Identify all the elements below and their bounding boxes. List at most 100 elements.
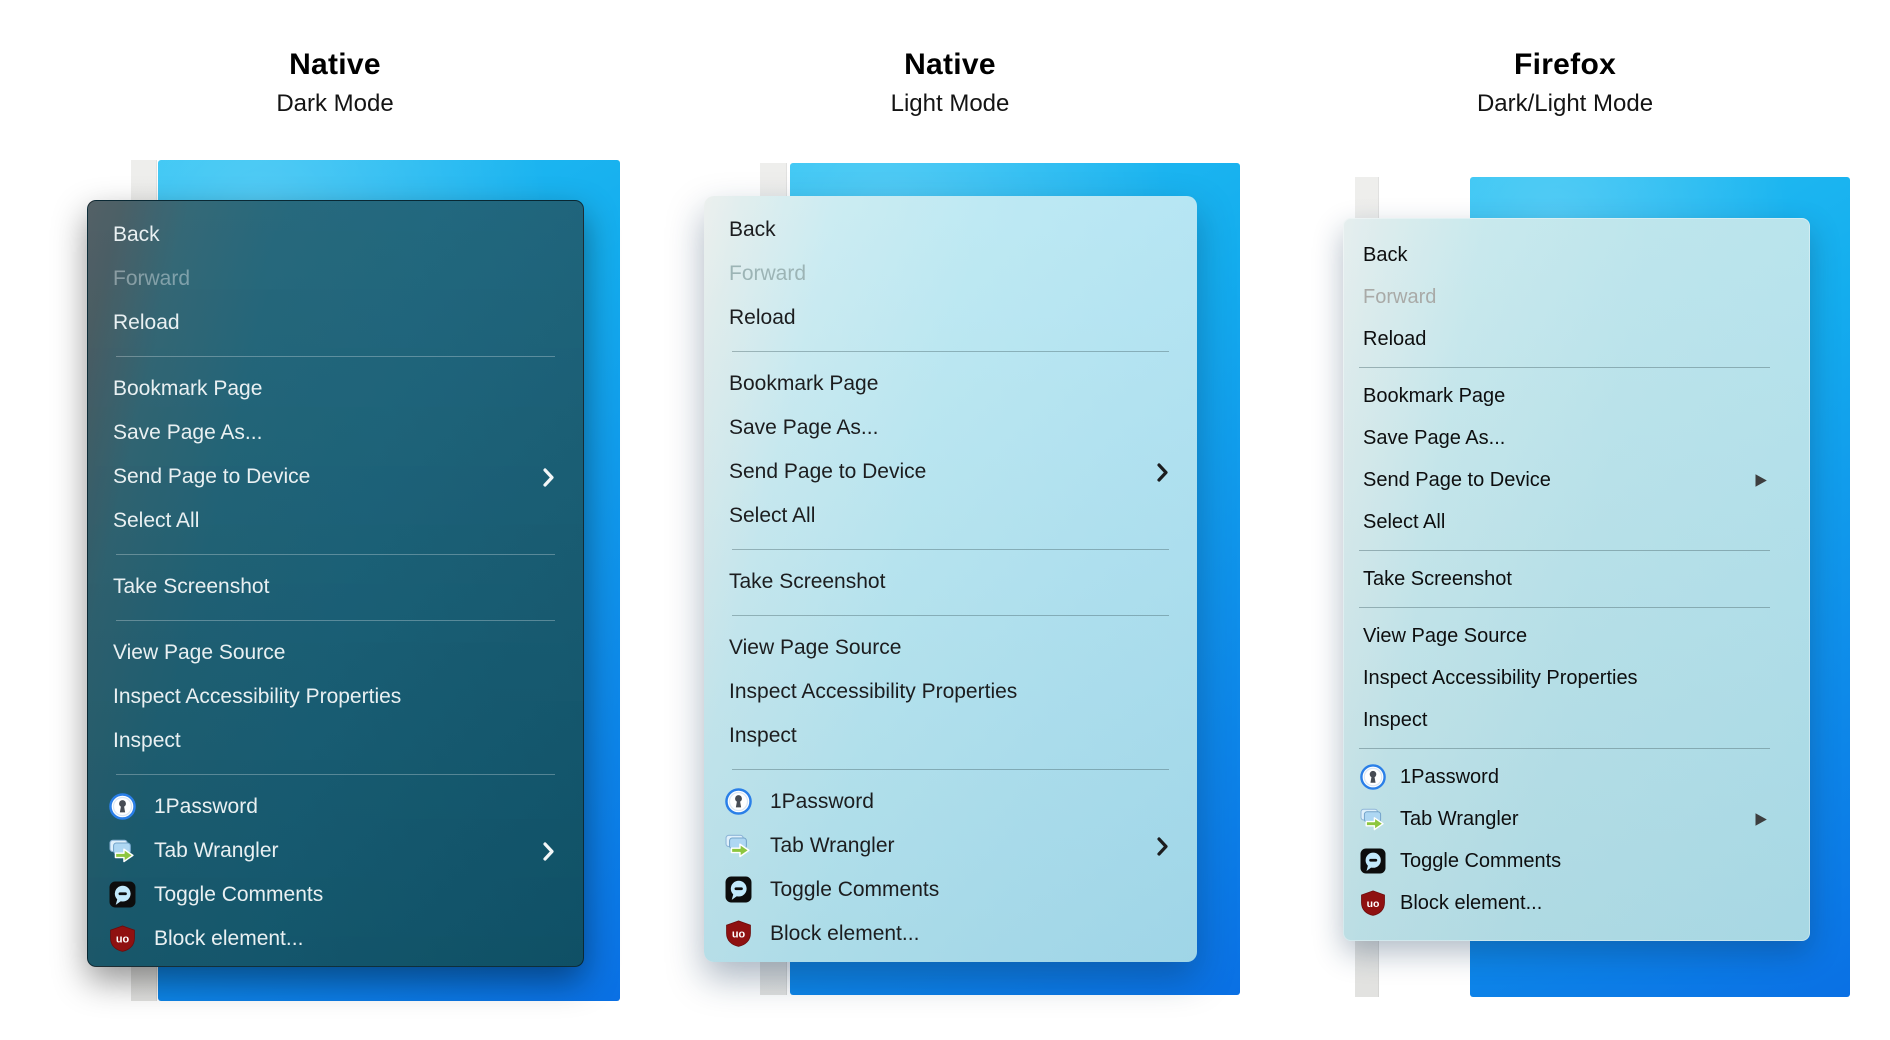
menu-item-label: Reload <box>729 306 796 329</box>
submenu-chevron-icon <box>543 467 554 487</box>
menu-item-toggle-comments[interactable]: Toggle Comments <box>704 868 1197 912</box>
panel-title-native-light: Native Light Mode <box>740 48 1160 118</box>
menu-item-take-screenshot[interactable]: Take Screenshot <box>88 565 583 609</box>
menu-item-1password[interactable]: 1Password <box>88 785 583 829</box>
menu-item-tab-wrangler[interactable]: Tab Wrangler <box>704 824 1197 868</box>
menu-item-label: Inspect Accessibility Properties <box>729 680 1018 703</box>
ublock-icon: uo <box>1360 890 1386 916</box>
menu-separator <box>1359 550 1770 551</box>
menu-item-select-all[interactable]: Select All <box>88 499 583 543</box>
toggle-comments-icon <box>1360 848 1386 874</box>
menu-item-label: Select All <box>729 504 816 527</box>
submenu-triangle-icon <box>1754 812 1768 827</box>
menu-separator <box>732 614 1169 616</box>
menu-item-forward: Forward <box>704 252 1197 296</box>
menu-item-label: Forward <box>729 262 807 285</box>
menu-separator <box>1359 367 1770 368</box>
menu-item-inspect[interactable]: Inspect <box>1343 699 1810 741</box>
menu-item-label: Save Page As... <box>113 421 263 444</box>
menu-item-toggle-comments[interactable]: Toggle Comments <box>88 873 583 917</box>
menu-item-label: 1Password <box>770 790 874 813</box>
menu-item-send-page-to-device[interactable]: Send Page to Device <box>88 455 583 499</box>
ublock-icon: uo <box>109 925 136 952</box>
submenu-chevron-icon <box>1157 462 1168 482</box>
menu-item-label: Inspect <box>1363 708 1428 731</box>
toggle-comments-icon <box>109 881 136 908</box>
menu-item-back[interactable]: Back <box>704 208 1197 252</box>
menu-item-label: Inspect Accessibility Properties <box>113 685 402 708</box>
menu-item-forward: Forward <box>1343 276 1810 318</box>
menu-item-bookmark-page[interactable]: Bookmark Page <box>704 362 1197 406</box>
menu-item-label: 1Password <box>154 795 258 818</box>
1password-icon <box>1360 764 1386 790</box>
menu-item-toggle-comments[interactable]: Toggle Comments <box>1343 840 1810 882</box>
menu-item-label: Toggle Comments <box>154 883 324 906</box>
menu-item-view-page-source[interactable]: View Page Source <box>1343 615 1810 657</box>
toggle-comments-icon <box>725 876 752 903</box>
menu-separator <box>116 619 555 621</box>
menu-separator <box>1359 748 1770 749</box>
menu-item-bookmark-page[interactable]: Bookmark Page <box>1343 375 1810 417</box>
menu-item-label: View Page Source <box>729 636 902 659</box>
menu-item-label: Tab Wrangler <box>154 839 279 862</box>
tab-wrangler-icon <box>725 832 752 859</box>
menu-separator <box>732 768 1169 770</box>
menu-item-tab-wrangler[interactable]: Tab Wrangler <box>88 829 583 873</box>
menu-item-1password[interactable]: 1Password <box>1343 756 1810 798</box>
menu-item-send-page-to-device[interactable]: Send Page to Device <box>1343 459 1810 501</box>
menu-separator <box>732 350 1169 352</box>
menu-item-inspect[interactable]: Inspect <box>704 714 1197 758</box>
menu-item-inspect[interactable]: Inspect <box>88 719 583 763</box>
menu-item-save-page-as[interactable]: Save Page As... <box>1343 417 1810 459</box>
menu-item-view-page-source[interactable]: View Page Source <box>88 631 583 675</box>
menu-item-label: Toggle Comments <box>770 878 940 901</box>
menu-item-label: Bookmark Page <box>113 377 263 400</box>
menu-item-back[interactable]: Back <box>1343 234 1810 276</box>
menu-item-label: Forward <box>1363 285 1437 308</box>
panel-heading: Firefox <box>1513 48 1617 81</box>
menu-item-label: Back <box>113 223 160 246</box>
menu-item-send-page-to-device[interactable]: Send Page to Device <box>704 450 1197 494</box>
panel-subheading: Dark/Light Mode <box>1476 90 1654 117</box>
1password-icon <box>109 793 136 820</box>
svg-text:uo: uo <box>116 934 130 946</box>
menu-item-label: Take Screenshot <box>1363 567 1512 590</box>
menu-item-inspect-accessibility-properties[interactable]: Inspect Accessibility Properties <box>1343 657 1810 699</box>
menu-item-select-all[interactable]: Select All <box>1343 501 1810 543</box>
tab-wrangler-icon <box>109 837 136 864</box>
menu-item-label: Bookmark Page <box>729 372 879 395</box>
panel-heading: Native <box>289 48 381 81</box>
menu-item-label: Send Page to Device <box>729 460 927 483</box>
submenu-chevron-icon <box>1157 836 1168 856</box>
menu-item-view-page-source[interactable]: View Page Source <box>704 626 1197 670</box>
submenu-chevron-icon <box>543 841 554 861</box>
menu-item-label: Tab Wrangler <box>1400 807 1519 830</box>
menu-item-label: Reload <box>113 311 180 334</box>
menu-item-select-all[interactable]: Select All <box>704 494 1197 538</box>
menu-item-tab-wrangler[interactable]: Tab Wrangler <box>1343 798 1810 840</box>
menu-item-reload[interactable]: Reload <box>88 301 583 345</box>
panel-heading: Native <box>904 48 996 81</box>
menu-item-label: View Page Source <box>113 641 286 664</box>
menu-item-label: Select All <box>113 509 200 532</box>
menu-separator <box>732 548 1169 550</box>
menu-item-inspect-accessibility-properties[interactable]: Inspect Accessibility Properties <box>88 675 583 719</box>
menu-item-inspect-accessibility-properties[interactable]: Inspect Accessibility Properties <box>704 670 1197 714</box>
menu-item-reload[interactable]: Reload <box>704 296 1197 340</box>
menu-item-back[interactable]: Back <box>88 213 583 257</box>
menu-item-1password[interactable]: 1Password <box>704 780 1197 824</box>
menu-item-bookmark-page[interactable]: Bookmark Page <box>88 367 583 411</box>
menu-separator <box>116 773 555 775</box>
menu-item-label: 1Password <box>1400 765 1499 788</box>
menu-item-reload[interactable]: Reload <box>1343 318 1810 360</box>
menu-item-take-screenshot[interactable]: Take Screenshot <box>1343 558 1810 600</box>
menu-item-save-page-as[interactable]: Save Page As... <box>704 406 1197 450</box>
menu-item-label: View Page Source <box>1363 624 1528 647</box>
menu-item-take-screenshot[interactable]: Take Screenshot <box>704 560 1197 604</box>
menu-item-save-page-as[interactable]: Save Page As... <box>88 411 583 455</box>
